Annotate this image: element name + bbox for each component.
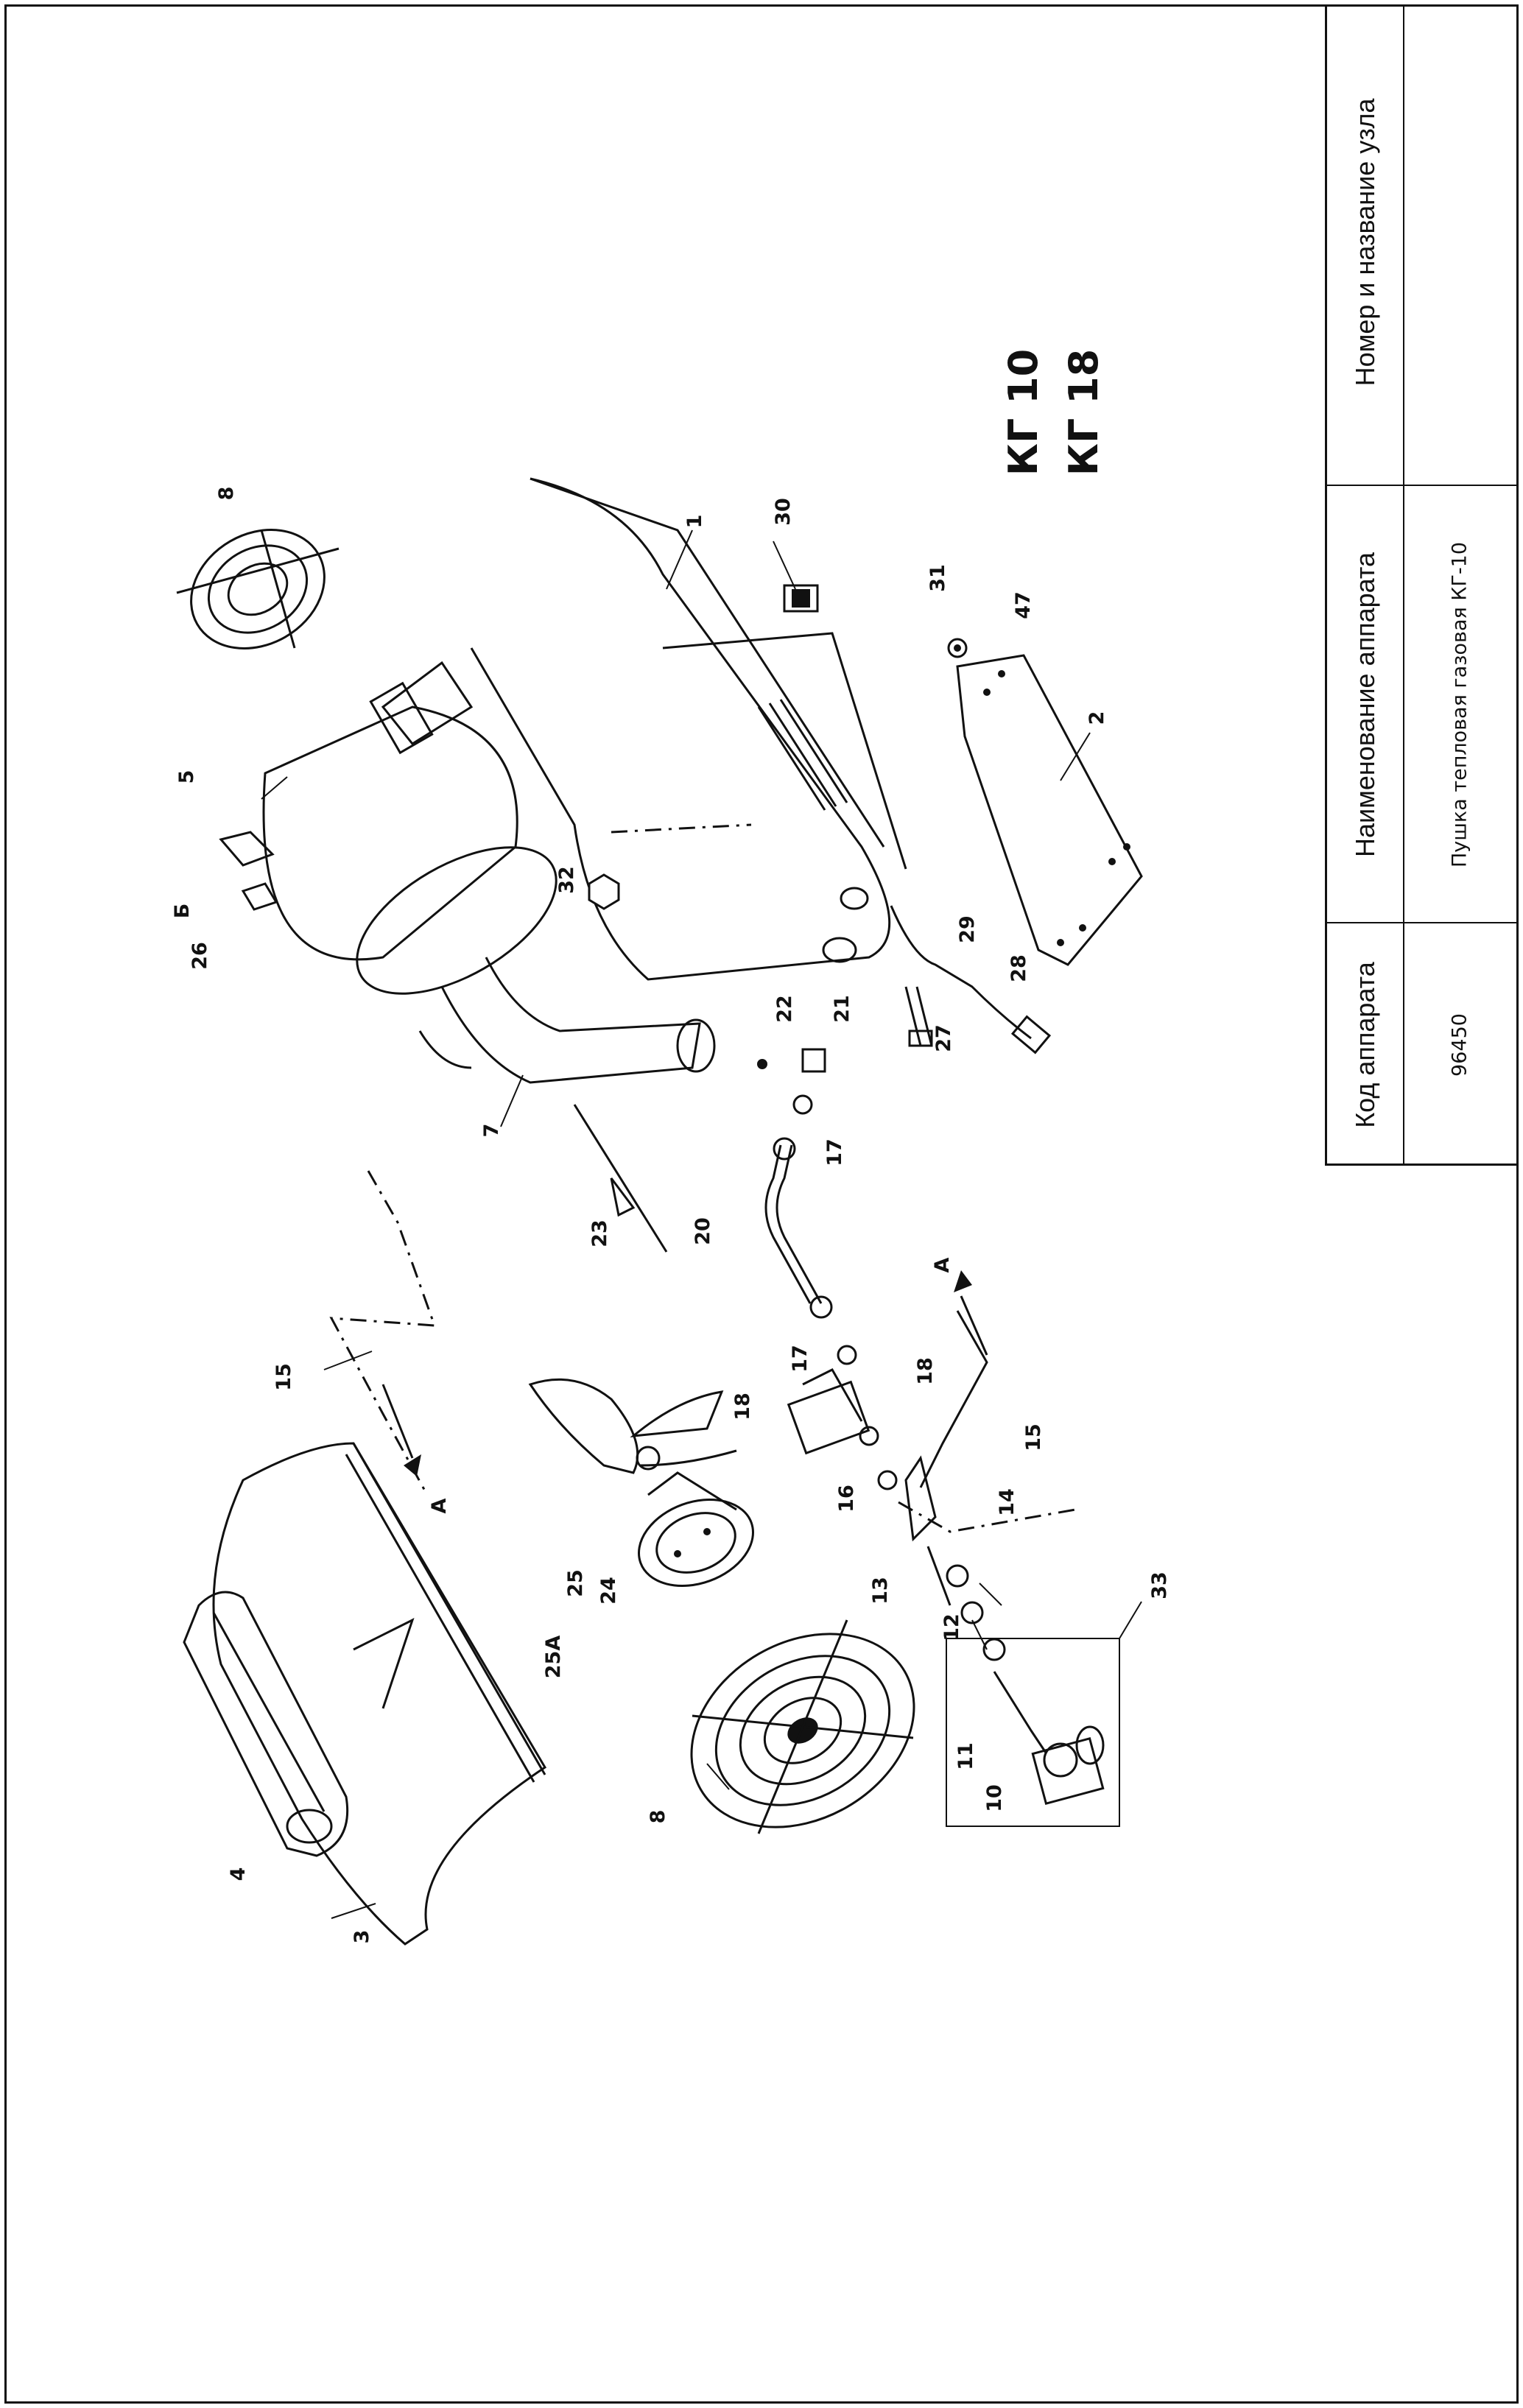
burner-pipe-part — [418, 957, 716, 1084]
lower-housing-part — [212, 1442, 547, 1946]
label-7: 7 — [480, 1124, 503, 1138]
label-23: 23 — [588, 1219, 611, 1247]
label-13: 13 — [869, 1577, 892, 1605]
leader-lines — [261, 529, 1142, 1919]
label-6: Б — [171, 904, 194, 919]
bottom-plate-part — [956, 654, 1143, 966]
label-21: 21 — [831, 995, 854, 1023]
label-31: 31 — [926, 564, 949, 592]
label-27: 27 — [932, 1024, 955, 1052]
label-32: 32 — [555, 866, 578, 894]
label-17a: 17 — [823, 1138, 846, 1166]
label-29: 29 — [956, 915, 979, 943]
title-block-divider — [1403, 7, 1404, 1163]
electrode-part — [573, 1104, 668, 1253]
switch-part — [783, 584, 819, 613]
label-15a: 15 — [272, 1363, 295, 1391]
drawing-sheet: Код аппарата Наименование аппарата Номер… — [4, 4, 1519, 2404]
label-2: 2 — [1086, 711, 1108, 725]
wiring-harness-part — [329, 1170, 988, 1496]
direction-arrow-a-upper — [954, 1270, 988, 1356]
svg-text:КГ 10: КГ 10 — [1000, 349, 1047, 476]
bracket-part — [219, 831, 278, 911]
model-kg10: КГ 10 — [1000, 349, 1047, 476]
label-3: 3 — [351, 1930, 373, 1944]
nozzle-part — [757, 1048, 826, 1073]
label-26: 26 — [189, 942, 211, 970]
label-25: 25 — [564, 1569, 587, 1597]
label-arrow-a-lower: А — [428, 1498, 451, 1513]
label-10: 10 — [983, 1784, 1006, 1812]
label-11: 11 — [954, 1742, 977, 1770]
label-28: 28 — [1007, 954, 1030, 982]
svg-text:КГ 18: КГ 18 — [1061, 349, 1107, 476]
fan-motor-part — [638, 1471, 754, 1587]
combustion-chamber-part — [262, 661, 558, 995]
handle-part — [183, 1591, 349, 1857]
label-14: 14 — [996, 1488, 1019, 1516]
title-block-row-line — [1327, 922, 1519, 923]
model-kg18: КГ 18 — [1061, 349, 1107, 476]
label-20: 20 — [692, 1217, 714, 1245]
label-18a: 18 — [731, 1393, 754, 1420]
label-30: 30 — [772, 498, 795, 526]
label-33: 33 — [1148, 1571, 1171, 1599]
upper-housing-part — [470, 477, 907, 981]
label-5: 5 — [175, 770, 198, 784]
title-block-row-line — [1327, 485, 1519, 486]
label-12: 12 — [940, 1613, 963, 1641]
direction-arrow-a-lower — [381, 1384, 421, 1476]
label-47: 47 — [1012, 591, 1035, 619]
part-labels: 1 2 3 4 5 Б 7 8 8 10 11 12 13 14 15 15 1… — [171, 487, 1171, 1944]
rear-guard-part — [176, 529, 340, 649]
label-4: 4 — [227, 1867, 250, 1881]
label-1: 1 — [683, 515, 706, 529]
regulator-assembly-box — [946, 1638, 1120, 1827]
label-18b: 18 — [914, 1357, 937, 1385]
fan-blade-part — [528, 1378, 737, 1474]
label-22: 22 — [773, 995, 796, 1023]
screw-part — [947, 638, 968, 658]
label-24: 24 — [597, 1577, 620, 1605]
label-8a: 8 — [215, 487, 238, 501]
gas-line-part — [764, 1094, 857, 1365]
label-arrow-a-upper: А — [931, 1257, 954, 1272]
label-8b: 8 — [647, 1810, 669, 1824]
label-15b: 15 — [1022, 1423, 1045, 1451]
ignition-electrode-part — [890, 905, 1052, 1055]
label-25a: 25А — [542, 1636, 565, 1679]
gas-valve-part — [787, 1368, 879, 1455]
title-block: Код аппарата Наименование аппарата Номер… — [1325, 7, 1519, 1166]
regulator-chain-part — [877, 1455, 1076, 1661]
nut-part — [588, 873, 620, 910]
label-16: 16 — [835, 1485, 858, 1513]
label-17b: 17 — [789, 1345, 812, 1373]
front-guard-part — [690, 1619, 915, 1834]
